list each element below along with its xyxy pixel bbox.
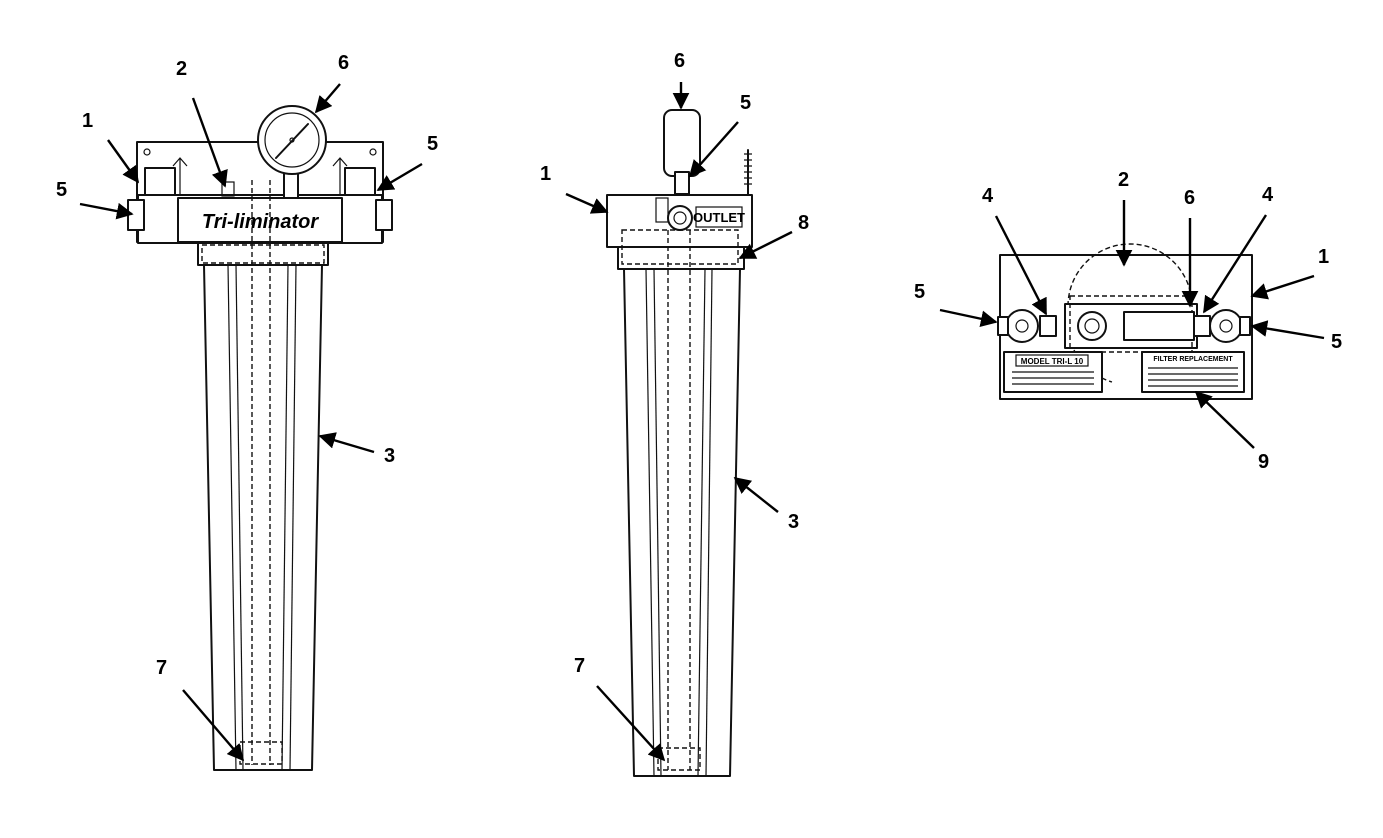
top-valve-left xyxy=(1005,309,1039,343)
side-housing-collar xyxy=(617,246,745,270)
top-callout-1: 1 xyxy=(1318,246,1329,268)
side-callout-1: 1 xyxy=(540,163,551,185)
top-filter-plate-text: FILTER REPLACEMENT xyxy=(1153,356,1233,363)
front-callout-5-right: 5 xyxy=(427,133,438,155)
top-callout-6: 6 xyxy=(1184,187,1195,209)
side-filter-housing xyxy=(623,268,741,777)
side-callout-6: 6 xyxy=(674,50,685,72)
top-callout-2: 2 xyxy=(1118,169,1129,191)
front-brand-text: Tri-liminator xyxy=(202,211,320,233)
front-callout-1: 1 xyxy=(82,110,93,132)
side-callout-8: 8 xyxy=(798,212,809,234)
top-filter-plate xyxy=(1141,351,1245,393)
top-housing-outline xyxy=(1067,243,1193,307)
top-callout-5-right: 5 xyxy=(1331,331,1342,353)
side-callout-7: 7 xyxy=(574,655,585,677)
front-filter-housing xyxy=(203,264,323,771)
top-callout-5-left: 5 xyxy=(914,281,925,303)
front-callout-7: 7 xyxy=(156,657,167,679)
side-pressure-gauge xyxy=(663,109,701,177)
top-model-plate-text: MODEL TRI-L 10 xyxy=(1021,357,1084,366)
top-callout-4-right: 4 xyxy=(1262,184,1274,206)
front-view: Tri-liminator xyxy=(127,105,393,771)
front-callout-6: 6 xyxy=(338,52,349,74)
top-callout-4-left: 4 xyxy=(982,185,994,207)
front-callout-5-left: 5 xyxy=(56,179,67,201)
top-callout-9: 9 xyxy=(1258,451,1269,473)
top-view: MODEL TRI-L 10 FILTER REPLACEMENT xyxy=(997,243,1253,400)
side-outlet-text: OUTLET xyxy=(693,210,745,225)
side-view: OUTLET xyxy=(606,109,753,777)
front-housing-collar xyxy=(197,242,329,266)
front-callout-2: 2 xyxy=(176,58,187,80)
front-brand-plate xyxy=(177,197,343,243)
top-callouts: 2 4 6 4 1 5 5 9 xyxy=(914,169,1342,473)
front-callouts: 1 2 6 5 5 3 7 xyxy=(56,52,438,762)
front-callout-3: 3 xyxy=(384,445,395,467)
side-callout-3: 3 xyxy=(788,511,799,533)
side-callouts: 6 5 1 8 3 7 xyxy=(540,50,809,762)
top-valve-right xyxy=(1209,309,1243,343)
side-callout-5: 5 xyxy=(740,92,751,114)
